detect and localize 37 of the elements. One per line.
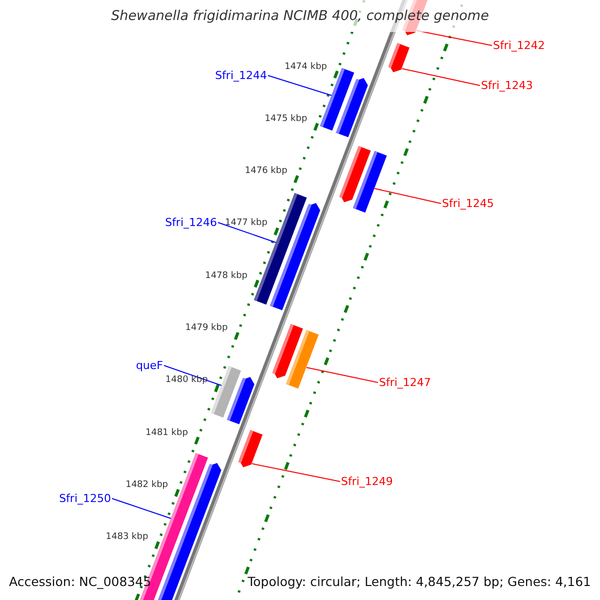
scale-label: 1481 kbp [146,426,188,439]
leader-line [164,365,222,386]
scale-label: 1477 kbp [225,217,268,230]
gene-label: Sfri_1244 [215,68,267,83]
footer-text: Topology: circular; Length: 4,845,257 bp; Genes: 4,161 [248,574,591,590]
gene-block [239,430,263,468]
gene-block [389,43,410,72]
gene-label: Sfri_1243 [481,78,533,93]
gene-block [270,203,320,310]
scale-label: 1479 kbp [185,322,228,334]
gene-label: Sfri_1249 [341,474,393,489]
gene-label: Sfri_1246 [165,215,217,230]
scale-label: 1474 kbp [284,60,327,72]
gene-label: Sfri_1247 [379,375,431,390]
leader-line [374,188,442,204]
leader-line [251,463,340,482]
scale-label: 1478 kbp [205,270,248,282]
scale-label: 1476 kbp [244,165,288,178]
scale-label: 1475 kbp [264,112,308,125]
scale-label: 1482 kbp [126,478,168,491]
gene-block [336,78,368,138]
leader-line [112,498,172,519]
gene-block [353,151,388,213]
footer-text: Accession: NC_008345 [9,574,152,590]
gene-label: Sfri_1245 [442,196,494,211]
leader-line [218,222,276,243]
leader-line [268,75,332,96]
gene-label: queF [136,358,163,373]
leader-line [306,367,378,383]
scale-label: 1480 kbp [165,374,208,386]
gene-label: Sfri_1250 [59,491,111,506]
gene-block [226,377,254,424]
title: Shewanella frigidimarina NCIMB 400, complete genome [111,8,489,24]
scale-label: 1483 kbp [106,531,148,544]
leader-line [401,68,480,86]
gene-block [286,330,319,389]
gene-label: Sfri_1242 [493,38,545,53]
